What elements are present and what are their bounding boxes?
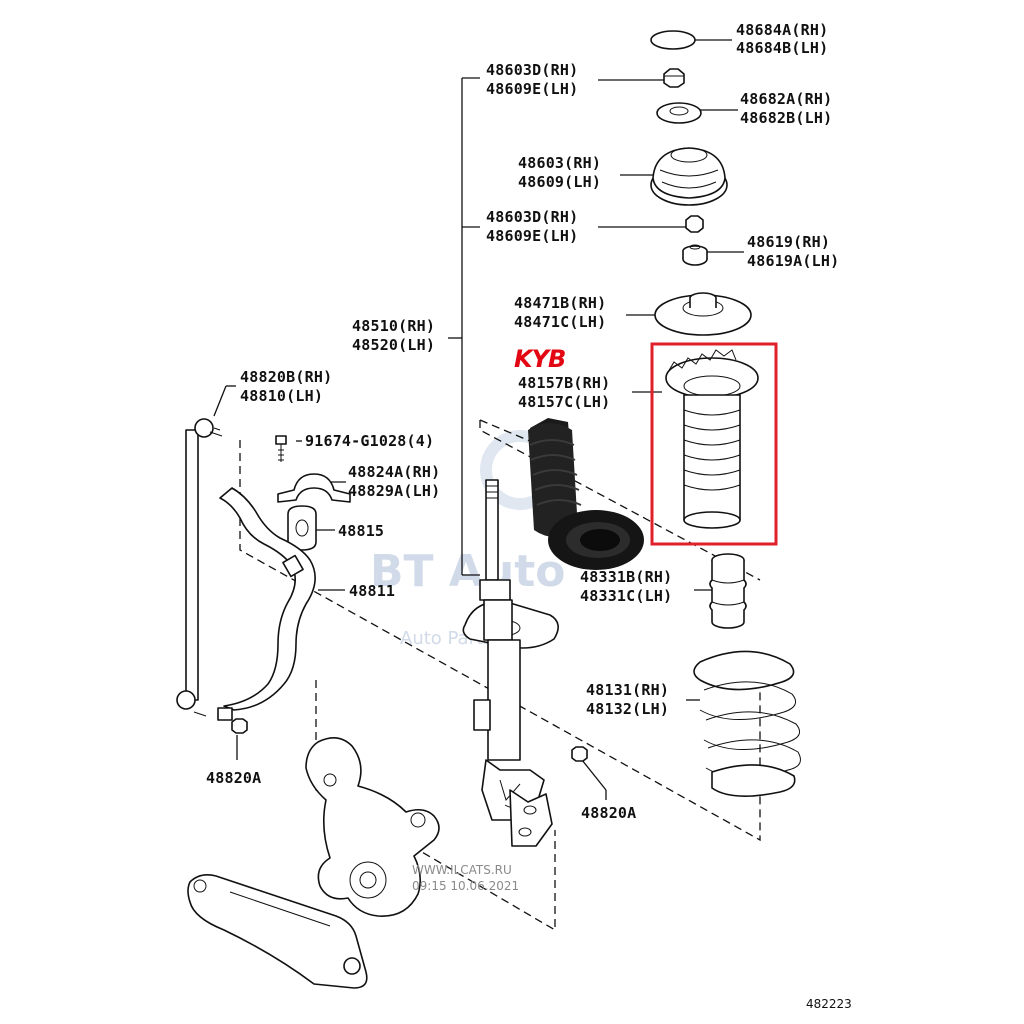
- bolt-91674: [275, 435, 287, 462]
- label-48684-rh: 48684A(RH): [736, 21, 828, 39]
- label-48810-lh: 48810(LH): [240, 387, 323, 405]
- label-48619-lh: 48619A(LH): [747, 252, 839, 270]
- bump-stop-boot-48157: [665, 349, 759, 529]
- bracket-48824: [277, 473, 351, 503]
- label-48815: 48815: [338, 522, 384, 540]
- label-48331-rh: 48331B(RH): [580, 568, 672, 586]
- kyb-boot-photo: [528, 418, 644, 570]
- label-48471-lh: 48471C(LH): [514, 313, 606, 331]
- bump-stopper-48331: [709, 553, 747, 629]
- label-48603-rh: 48603(RH): [518, 154, 601, 172]
- bushing-48619: [682, 244, 708, 266]
- watermark-stamp: 09:15 10.06.2021: [412, 879, 519, 893]
- label-48132-lh: 48132(LH): [586, 700, 669, 718]
- coil-spring-48131: [693, 650, 801, 797]
- label-48603d-mid-rh: 48603D(RH): [486, 208, 578, 226]
- label-48619-rh: 48619(RH): [747, 233, 830, 251]
- watermark-site: WWW.ILCATS.RU: [412, 863, 512, 877]
- label-48603-lh: 48609(LH): [518, 173, 601, 191]
- label-48510-rh: 48510(RH): [352, 317, 435, 335]
- diagram-id: 482223: [806, 997, 852, 1011]
- label-48820a-right: 48820A: [581, 804, 636, 822]
- stabilizer-bar-48811: [217, 487, 316, 721]
- label-48157-rh: 48157B(RH): [518, 374, 610, 392]
- highlight-box: [650, 342, 778, 546]
- washer-48682: [656, 102, 702, 124]
- nut-48603d-top: [663, 68, 685, 88]
- watermark-brand: BT Auto: [370, 546, 566, 597]
- bushing-48815: [287, 505, 317, 551]
- label-48824-rh: 48824A(RH): [348, 463, 440, 481]
- mount-48603: [650, 147, 728, 206]
- label-48603d-top-lh: 48609E(LH): [486, 80, 578, 98]
- strut-assembly-48510: [462, 479, 559, 847]
- label-48682-rh: 48682A(RH): [740, 90, 832, 108]
- label-48131-rh: 48131(RH): [586, 681, 669, 699]
- spring-seat-48471: [654, 292, 752, 336]
- lower-arm: [187, 874, 368, 989]
- label-48820b-rh: 48820B(RH): [240, 368, 332, 386]
- steering-knuckle: [305, 737, 440, 917]
- label-48811: 48811: [349, 582, 395, 600]
- label-91674: 91674-G1028(4): [305, 432, 434, 450]
- nut-48820a-left: [231, 718, 248, 734]
- label-48829-lh: 48829A(LH): [348, 482, 440, 500]
- label-48820a-left: 48820A: [206, 769, 261, 787]
- label-48684-lh: 48684B(LH): [736, 39, 828, 57]
- label-48157-lh: 48157C(LH): [518, 393, 610, 411]
- label-48603d-mid-lh: 48609E(LH): [486, 227, 578, 245]
- stabilizer-link-48820b: [176, 418, 223, 717]
- label-48510-lh: 48520(LH): [352, 336, 435, 354]
- label-48682-lh: 48682B(LH): [740, 109, 832, 127]
- label-48331-lh: 48331C(LH): [580, 587, 672, 605]
- label-48471-rh: 48471B(RH): [514, 294, 606, 312]
- label-48603d-top-rh: 48603D(RH): [486, 61, 578, 79]
- dust-cap-48684: [650, 30, 696, 50]
- part-labels: 48684A(RH) 48684B(LH) 48603D(RH) 48609E(…: [206, 21, 852, 1011]
- kyb-logo: KYB: [514, 345, 565, 373]
- nut-48603d-mid: [685, 215, 704, 233]
- nut-48820a-right: [571, 746, 588, 762]
